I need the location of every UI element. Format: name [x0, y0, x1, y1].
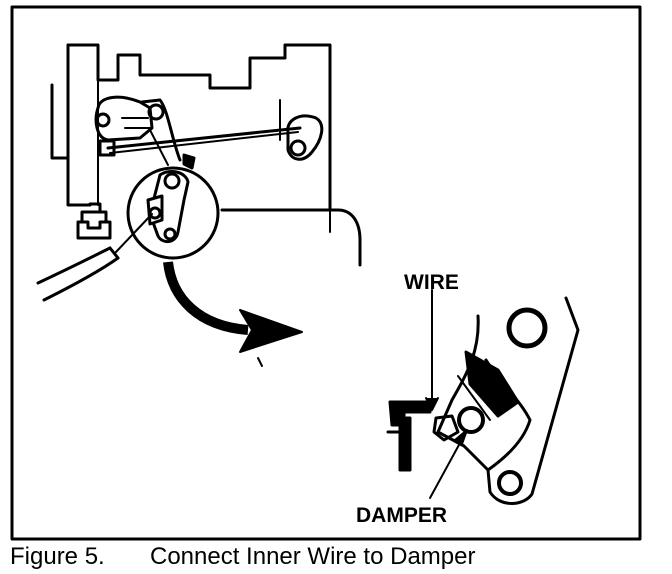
figure-frame	[10, 5, 642, 541]
carburetor-body	[50, 43, 362, 267]
leader-lines	[425, 289, 468, 499]
choke-housing	[126, 166, 220, 260]
figure-caption: Figure 5. Connect Inner Wire to Damper	[10, 542, 475, 572]
curved-arrow	[163, 261, 303, 367]
damper-label: DAMPER	[356, 504, 447, 527]
throttle-lever	[94, 95, 324, 170]
wire-label: WIRE	[404, 271, 459, 294]
figure-number: Figure 5.	[10, 543, 105, 570]
cable	[36, 213, 153, 302]
figure-caption-text: Connect Inner Wire to Damper	[150, 543, 476, 570]
cable-clamp	[76, 202, 112, 240]
detail-linkage	[386, 296, 580, 505]
